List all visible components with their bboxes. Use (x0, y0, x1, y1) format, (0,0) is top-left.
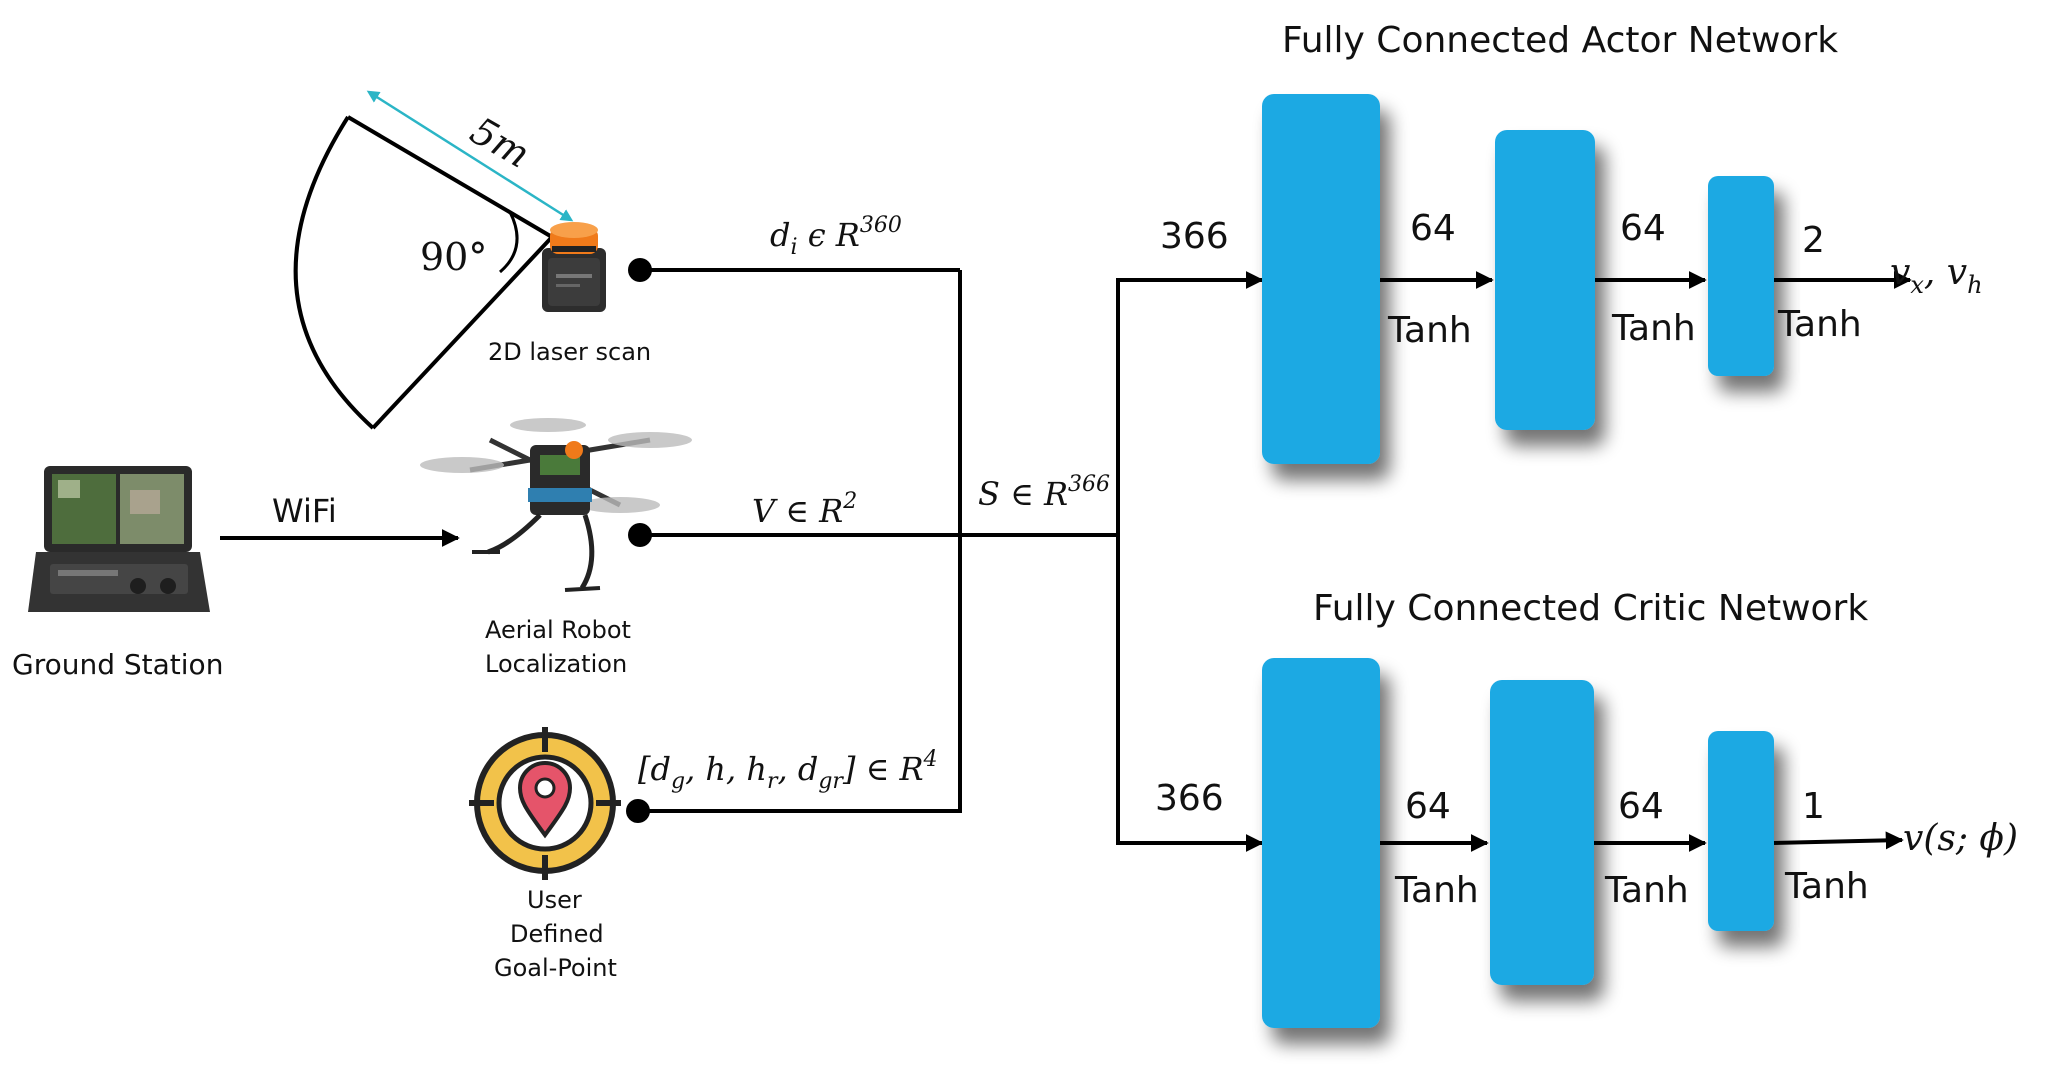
actor-input-dim: 366 (1160, 216, 1229, 257)
goal-label-line1: User (527, 886, 582, 914)
location-pin-icon (517, 761, 573, 839)
critic-hidden1-dim: 64 (1405, 786, 1451, 827)
actor-activation-1: Tanh (1387, 310, 1472, 351)
sensor-bus (626, 258, 1264, 852)
velocity-signal-label: V ∈ R2 (752, 489, 857, 530)
lidar-icon (542, 222, 606, 312)
actor-output-dim: 2 (1802, 220, 1825, 261)
actor-network (1262, 94, 1912, 464)
range-arrow (366, 90, 574, 222)
critic-hidden2-dim: 64 (1618, 786, 1664, 827)
state-signal-label: S ∈ R366 (978, 472, 1110, 513)
critic-activation-2: Tanh (1604, 870, 1689, 911)
actor-output-label: vx, vh (1890, 252, 1983, 299)
drone-icon (420, 418, 692, 592)
ground-station-label: Ground Station (12, 648, 223, 681)
drone-label-line1: Aerial Robot (485, 616, 631, 644)
critic-output-dim: 1 (1802, 786, 1825, 827)
laser-signal-label: di ϵ R360 (770, 213, 902, 260)
laser-scan-sector: 5m 90° (293, 90, 574, 430)
critic-activation-1: Tanh (1394, 870, 1479, 911)
actor-network-title: Fully Connected Actor Network (1282, 20, 1838, 61)
laser-label: 2D laser scan (488, 338, 651, 366)
actor-activation-2: Tanh (1611, 308, 1696, 349)
critic-activation-3: Tanh (1784, 866, 1869, 907)
range-label: 5m (463, 108, 537, 176)
goal-target-icon (469, 727, 621, 880)
critic-network (1262, 658, 1904, 1028)
actor-hidden1-dim: 64 (1410, 208, 1456, 249)
angle-label: 90° (420, 235, 487, 279)
actor-activation-3: Tanh (1777, 304, 1862, 345)
goal-label-line3: Goal-Point (494, 954, 617, 982)
critic-input-dim: 366 (1155, 778, 1224, 819)
wifi-label: WiFi (272, 492, 337, 530)
drone-label-line2: Localization (485, 650, 627, 678)
goal-signal-label: [dg, h, hr, dgr] ∈ R4 (638, 747, 938, 794)
ground-station-icon (28, 466, 210, 612)
actor-hidden-layer-2 (1708, 176, 1774, 376)
critic-output-label: v(s; ϕ) (1903, 818, 2018, 859)
actor-input-layer (1262, 94, 1380, 464)
actor-hidden2-dim: 64 (1620, 208, 1666, 249)
critic-network-title: Fully Connected Critic Network (1313, 588, 1868, 629)
goal-label-line2: Defined (510, 920, 604, 948)
critic-hidden-layer-1 (1490, 680, 1594, 985)
actor-hidden-layer-1 (1495, 130, 1595, 430)
critic-hidden-layer-2 (1708, 731, 1774, 931)
critic-input-layer (1262, 658, 1380, 1028)
